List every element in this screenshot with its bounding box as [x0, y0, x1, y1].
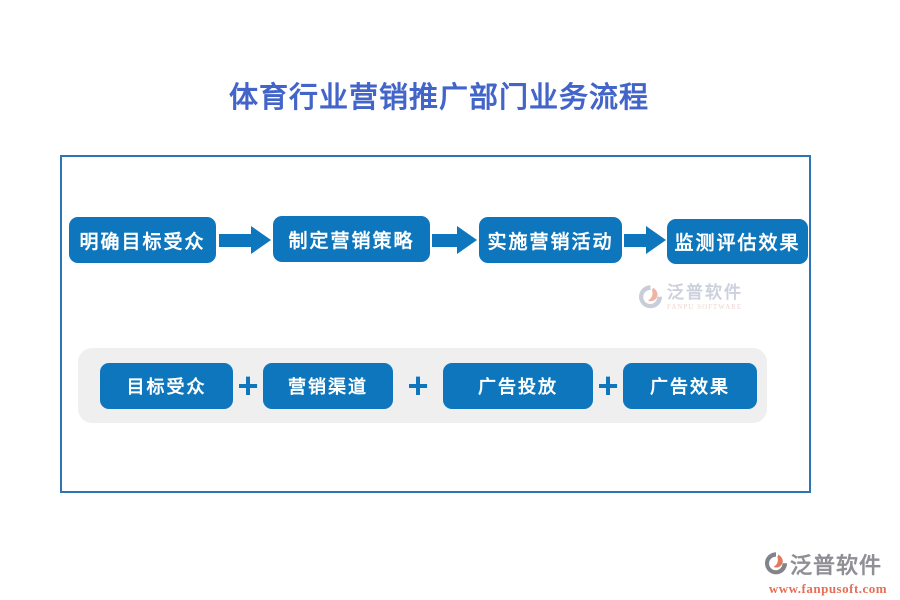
flow-step-monitor-evaluate: 监测评估效果 [667, 219, 808, 264]
page-title: 体育行业营销推广部门业务流程 [228, 82, 649, 114]
plus-icon: + [597, 365, 619, 406]
fanpu-logo-icon [639, 285, 662, 309]
component-item-label: 营销渠道 [288, 377, 368, 397]
flow-step-execute-campaign: 实施营销活动 [479, 217, 622, 263]
flow-step-make-strategy: 制定营销策略 [273, 216, 430, 262]
arrow-head [457, 226, 477, 254]
flow-frame [60, 155, 811, 493]
flow-step-label: 制定营销策略 [288, 230, 415, 252]
plus-icon: + [237, 365, 259, 406]
arrow-shaft [624, 233, 646, 247]
arrow-shaft [432, 233, 457, 247]
right-arrow-icon [432, 226, 477, 254]
fanpu-watermark-center: 泛普软件 FANPU SOFTWARE [638, 283, 743, 312]
component-item-marketing-channel: 营销渠道 [263, 363, 393, 409]
fanpu-watermark-footer: 泛普软件 www.fanpusoft.com [764, 548, 892, 597]
fanpu-logo-icon [764, 552, 788, 575]
arrow-shaft [219, 233, 251, 247]
component-item-ad-effect: 广告效果 [623, 363, 757, 409]
component-item-label: 目标受众 [126, 377, 207, 397]
component-item-label: 广告效果 [650, 377, 730, 397]
flow-step-label: 明确目标受众 [79, 231, 206, 253]
flow-step-define-audience: 明确目标受众 [69, 217, 216, 263]
arrow-head [251, 226, 271, 254]
right-arrow-icon [624, 226, 666, 254]
arrow-head [646, 226, 666, 254]
component-item-target-audience: 目标受众 [100, 363, 233, 409]
flow-step-label: 监测评估效果 [674, 233, 801, 254]
fanpu-watermark-name: 泛普软件 [667, 283, 743, 302]
fanpu-footer-url: www.fanpusoft.com [768, 581, 888, 596]
right-arrow-icon [219, 226, 271, 254]
component-item-label: 广告投放 [478, 377, 558, 397]
component-item-ad-placement: 广告投放 [443, 363, 593, 409]
flow-step-label: 实施营销活动 [487, 231, 614, 253]
fanpu-watermark-name: 泛普软件 [790, 553, 883, 578]
fanpu-watermark-subtitle: FANPU SOFTWARE [667, 303, 743, 311]
plus-icon: + [407, 365, 429, 406]
